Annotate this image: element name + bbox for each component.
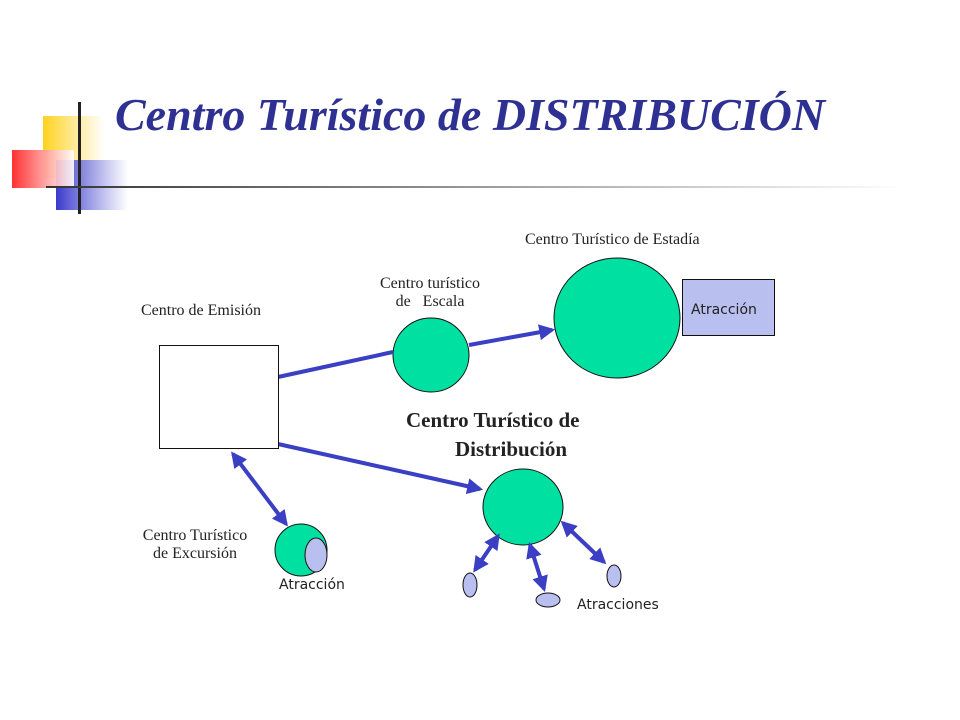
escala-label-line2: de Escala bbox=[395, 293, 465, 310]
attraction-oval-left bbox=[462, 572, 478, 598]
distribucion-label-line1: Centro Turístico de bbox=[406, 408, 580, 432]
arrow-emision-excursion bbox=[231, 451, 288, 527]
decorative-corner-graphic bbox=[12, 102, 906, 214]
excursion-label-line1: Centro Turístico bbox=[142, 527, 248, 544]
vertical-rule bbox=[78, 102, 81, 214]
excursion-label-line2: de Excursión bbox=[153, 545, 237, 562]
emision-label: Centro de Emisión bbox=[141, 302, 261, 319]
arrow-distribucion-attraction-left bbox=[473, 533, 500, 573]
estadia-attraction-label: Atracción bbox=[691, 302, 757, 318]
page-title: Centro Turístico de DISTRIBUCIÓN bbox=[115, 89, 826, 140]
arrow-distribucion-attraction-right bbox=[560, 520, 607, 565]
arrow-distribucion-attraction-bottom bbox=[526, 541, 548, 593]
distribucion-attractions-label: Atracciones bbox=[577, 597, 659, 613]
escala-label-line1: Centro turístico bbox=[380, 275, 480, 292]
excursion-attraction-oval bbox=[304, 537, 328, 573]
horizontal-rule bbox=[46, 186, 906, 188]
excursion-attraction-label: Atracción bbox=[279, 577, 345, 593]
red-square bbox=[12, 150, 74, 188]
estadia-node bbox=[553, 257, 681, 379]
attraction-oval-bottom bbox=[535, 592, 561, 608]
distribucion-label-line2: Distribución bbox=[455, 437, 568, 461]
arrow-emision-to-escala bbox=[277, 350, 394, 379]
escala-label: Centro turístico de Escala bbox=[350, 275, 510, 311]
arrow-emision-to-distribucion bbox=[277, 442, 484, 495]
arrow-escala-to-estadia bbox=[468, 324, 556, 347]
emision-node bbox=[159, 345, 279, 449]
distribucion-node bbox=[482, 468, 564, 546]
escala-node bbox=[392, 317, 470, 393]
attraction-oval-right bbox=[606, 564, 622, 588]
estadia-label: Centro Turístico de Estadía bbox=[525, 231, 700, 248]
excursion-label: Centro Turístico de Excursión bbox=[115, 527, 275, 563]
estadia-attraction-box: Atracción bbox=[682, 279, 775, 336]
